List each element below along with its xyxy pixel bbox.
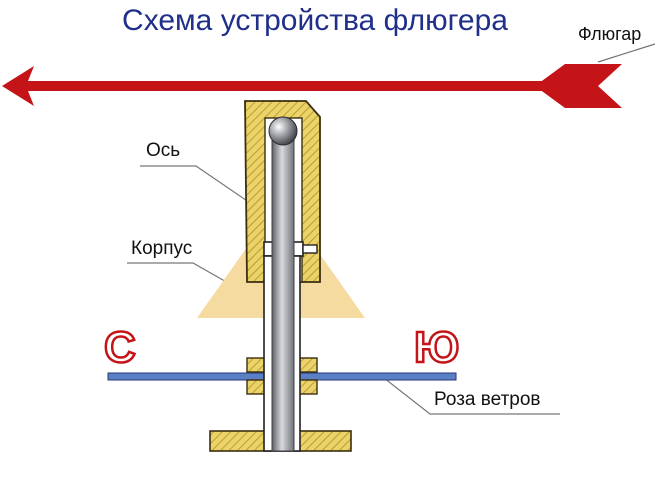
north-marker: С <box>103 323 137 372</box>
axis-shaft-core <box>271 139 295 452</box>
axis-pin <box>302 244 318 254</box>
ball-bearing <box>268 116 298 146</box>
south-marker: Ю <box>413 323 461 372</box>
vane-arrow-head <box>2 66 34 106</box>
wind-rose-label: Роза ветров <box>434 389 541 410</box>
vane-leader-line <box>597 43 656 63</box>
axis-label: Ось <box>146 140 181 161</box>
vane-label: Флюгар <box>578 24 642 44</box>
vane-rod <box>18 81 558 91</box>
body-label: Корпус <box>131 238 193 259</box>
vane-tail <box>535 64 622 108</box>
rose-leader-line <box>383 377 560 415</box>
diagram-title: Схема устройства флюгера <box>122 4 508 37</box>
